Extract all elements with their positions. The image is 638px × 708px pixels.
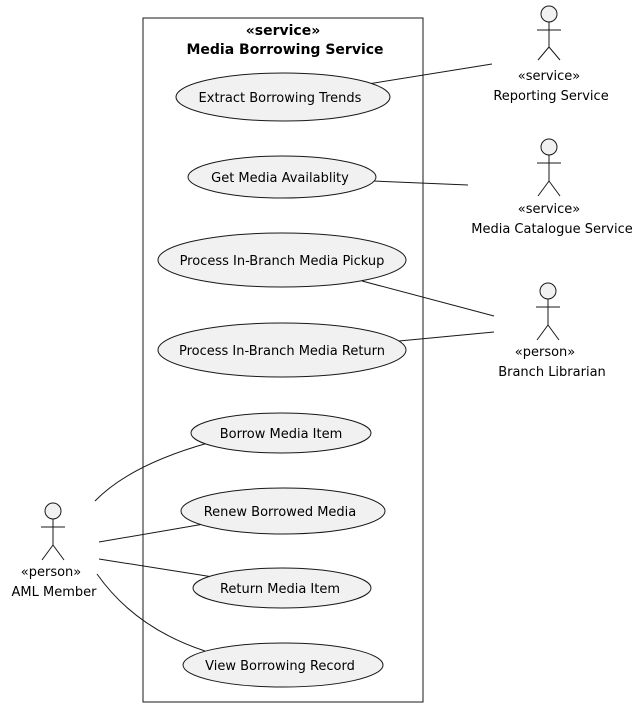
associations: [94, 63, 495, 652]
use-case-label: Renew Borrowed Media: [204, 505, 357, 520]
use-case-process-in-branch-pickup[interactable]: Process In-Branch Media Pickup: [157, 232, 407, 288]
association-member-view: [96, 573, 206, 652]
actor-branch-librarian[interactable]: «person» Branch Librarian: [498, 282, 606, 380]
actor-stick-figure-icon: [537, 138, 561, 197]
actor-stereotype: «person»: [21, 565, 81, 580]
association-pickup-librarian: [361, 280, 495, 317]
system-title: Media Borrowing Service: [186, 42, 383, 58]
actor-name: Reporting Service: [493, 89, 608, 104]
actor-reporting-service[interactable]: «service» Reporting Service: [493, 5, 609, 104]
use-case-borrow-media-item[interactable]: Borrow Media Item: [190, 412, 372, 454]
association-extract-trends-reporting: [367, 63, 493, 85]
use-case-label: Process In-Branch Media Return: [179, 344, 385, 359]
use-case-return-media-item[interactable]: Return Media Item: [192, 567, 372, 609]
actor-stereotype: «person»: [515, 345, 575, 360]
use-case-label: Process In-Branch Media Pickup: [180, 254, 385, 269]
actor-stick-figure-icon: [537, 5, 561, 61]
association-member-renew: [98, 523, 205, 543]
actor-stereotype: «service»: [518, 69, 580, 84]
association-member-borrow: [94, 442, 209, 502]
use-case-label: Get Media Availablity: [211, 171, 349, 186]
use-case-label: Return Media Item: [220, 582, 340, 597]
use-case-extract-borrowing-trends[interactable]: Extract Borrowing Trends: [175, 72, 391, 122]
actor-stick-figure-icon: [536, 282, 560, 341]
use-case-label: Extract Borrowing Trends: [199, 91, 362, 106]
actor-stereotype: «service»: [518, 202, 580, 217]
actor-media-catalogue-service[interactable]: «service» Media Catalogue Service: [471, 138, 633, 237]
use-case-label: View Borrowing Record: [205, 659, 355, 674]
actor-name: Branch Librarian: [498, 365, 606, 380]
actor-aml-member[interactable]: «person» AML Member: [12, 502, 98, 600]
use-case-process-in-branch-return[interactable]: Process In-Branch Media Return: [157, 322, 407, 378]
use-case-renew-borrowed-media[interactable]: Renew Borrowed Media: [180, 487, 386, 535]
actor-stick-figure-icon: [41, 502, 65, 561]
association-return-librarian: [398, 331, 495, 342]
actor-name: AML Member: [12, 585, 98, 600]
actor-name: Media Catalogue Service: [471, 222, 633, 237]
use-case-get-media-availability[interactable]: Get Media Availablity: [187, 155, 377, 199]
use-case-label: Borrow Media Item: [220, 427, 343, 442]
association-member-return: [98, 558, 214, 578]
association-availability-catalogue: [372, 180, 469, 186]
system-stereotype: «service»: [246, 23, 321, 39]
use-case-view-borrowing-record[interactable]: View Borrowing Record: [182, 642, 384, 688]
